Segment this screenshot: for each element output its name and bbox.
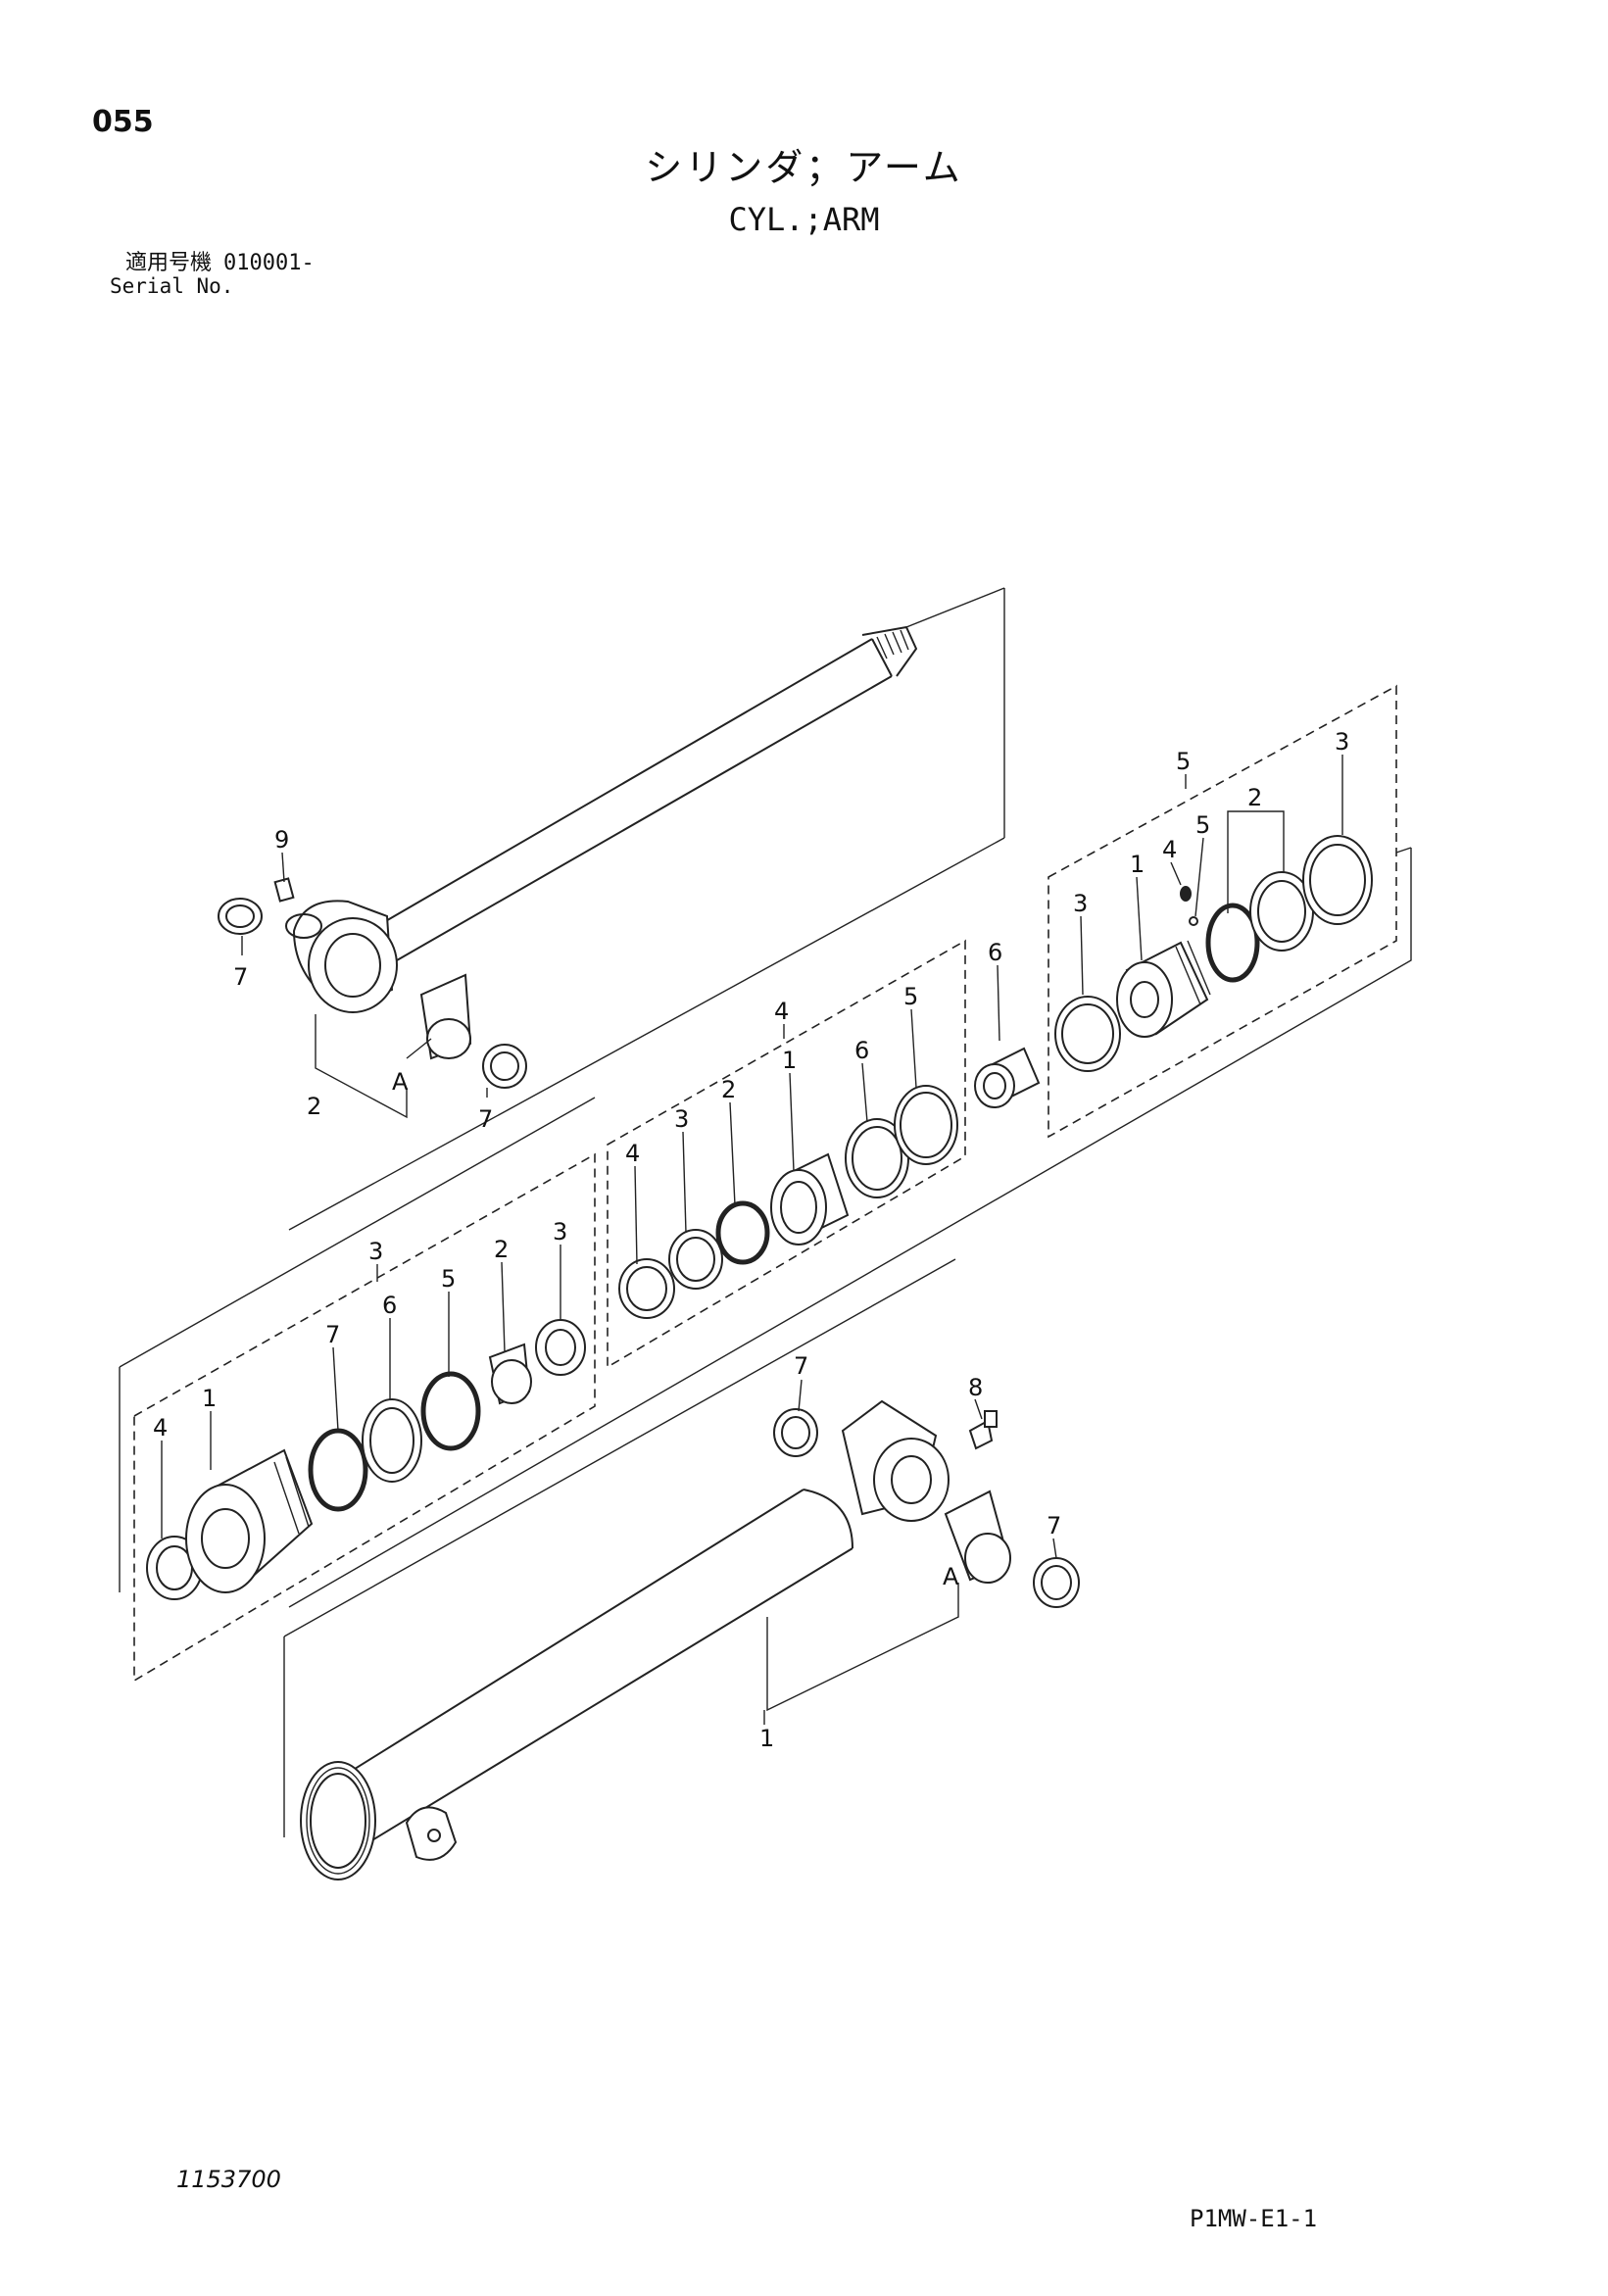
sheet-code: P1MW-E1-1 (1190, 2205, 1318, 2232)
callout-piston-2: 2 (721, 1076, 736, 1103)
callout-nut-4: 4 (1162, 836, 1177, 863)
callout-tube-7-right: 7 (1047, 1512, 1061, 1539)
piston-ring-3 (668, 1229, 723, 1290)
tube-bushing-a (944, 1490, 1011, 1584)
cushion-collar-6: 6 (974, 939, 1041, 1108)
rod-seal-left (218, 898, 263, 935)
nut-body-1 (1116, 940, 1211, 1038)
gland-bushing-2 (488, 1343, 532, 1405)
tube-grease-fitting-8 (968, 1410, 998, 1450)
callout-nut-group-5: 5 (1176, 748, 1191, 775)
page-title-jp: シリンダ；アーム (645, 146, 963, 189)
callout-gland-7: 7 (325, 1321, 340, 1348)
page-title-en: CYL.;ARM (728, 201, 880, 238)
gland-ring-5 (420, 1371, 481, 1451)
piston-ring-4 (618, 1258, 675, 1319)
callout-piston-5: 5 (903, 983, 918, 1010)
tube-assembly: 7 8 A 7 1 (283, 1258, 1080, 1881)
callout-rod-7-left: 7 (233, 963, 248, 991)
serial-value: 010001- (223, 251, 315, 275)
tube-port-boss (405, 1806, 458, 1861)
rod-assembly: 9 7 2 A 7 (218, 587, 1005, 1231)
callout-piston-4: 4 (625, 1140, 640, 1167)
callout-tube-a: A (943, 1563, 959, 1590)
nut-ring-3-left (1054, 996, 1121, 1072)
callout-gland-2: 2 (494, 1236, 509, 1263)
rod-seal-right (482, 1044, 527, 1089)
gland-assembly: 3 (119, 1097, 596, 1683)
callout-nut-5: 5 (1195, 811, 1210, 839)
piston-ring-5 (894, 1085, 958, 1165)
piston-assembly: 4 4 3 2 1 (607, 939, 966, 1369)
gland-oring-7 (308, 1428, 368, 1512)
callout-piston-6: 6 (854, 1037, 869, 1064)
serial-label-en: Serial No. (110, 274, 234, 298)
tube-seal-7-right (1033, 1557, 1080, 1608)
callout-piston-group-4: 4 (774, 998, 789, 1025)
callout-gland-1: 1 (202, 1385, 217, 1412)
nut-ring-2 (1205, 903, 1260, 983)
callout-gland-6: 6 (382, 1292, 397, 1319)
callout-gland-4: 4 (153, 1414, 168, 1441)
callout-piston-1: 1 (782, 1047, 797, 1074)
gland-seal-3 (535, 1319, 586, 1376)
callout-gland-5: 5 (441, 1265, 456, 1293)
nut-screw-4 (1180, 886, 1192, 902)
piston-body-1 (770, 1152, 850, 1246)
callout-gland-3: 3 (553, 1218, 567, 1246)
callout-nut-3-left: 3 (1073, 890, 1088, 917)
page-number: 055 (92, 105, 154, 139)
callout-rod-7-right: 7 (478, 1105, 493, 1133)
callout-collar-6: 6 (988, 939, 1002, 966)
serial-label-jp: 適用号機 (125, 251, 213, 275)
rod-thread (876, 629, 909, 659)
callout-rod-9: 9 (274, 826, 289, 854)
rod-grease-fitting-9 (273, 877, 322, 939)
callout-gland-group-3: 3 (368, 1238, 383, 1265)
gland-ring-6 (362, 1398, 422, 1483)
tube-seal-7-top (773, 1408, 818, 1457)
nut-assembly: 5 (288, 684, 1412, 1608)
callout-tube-8: 8 (968, 1374, 983, 1401)
tube-mouth (300, 1761, 376, 1881)
tube-eye (841, 1399, 950, 1522)
nut-ball-5 (1189, 916, 1198, 926)
callout-rod-2: 2 (307, 1093, 321, 1120)
rod-eye (292, 900, 398, 1013)
callout-nut-1: 1 (1130, 851, 1145, 878)
callout-nut-3-right: 3 (1335, 728, 1349, 756)
piston-ring-2 (715, 1200, 770, 1265)
callout-tube-7-top: 7 (794, 1352, 808, 1380)
gland-body-1 (185, 1448, 314, 1593)
callout-tube-1: 1 (759, 1725, 774, 1752)
nut-ring-3-right (1302, 835, 1373, 925)
callout-rod-a: A (392, 1068, 409, 1096)
document-number: 1153700 (176, 2166, 281, 2193)
callout-nut-2: 2 (1247, 784, 1262, 811)
callout-piston-3: 3 (674, 1105, 689, 1133)
rod-bushing-a (419, 973, 472, 1060)
